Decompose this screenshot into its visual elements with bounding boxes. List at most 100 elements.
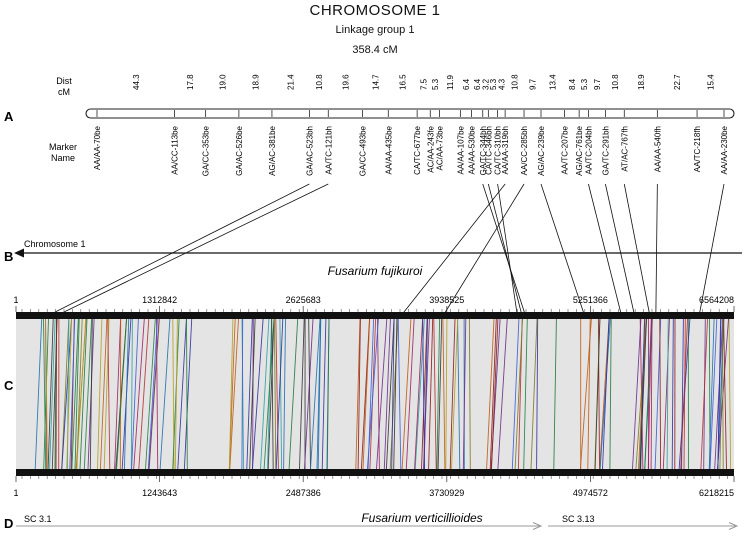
interval-distance: 15.4	[707, 74, 716, 90]
verticillioides-minor-ticks	[21, 476, 728, 479]
interval-distance: 13.4	[549, 74, 558, 90]
marker-name: AA/AA-107be	[456, 125, 465, 174]
marker-name: AA/TC-121bh	[324, 126, 333, 174]
marker-link	[497, 183, 518, 314]
marker-link	[444, 183, 525, 314]
marker-name: GA/CC-353be	[202, 125, 211, 176]
panel-label-c: C	[4, 378, 14, 393]
marker-name: AG/AC-239be	[537, 125, 546, 175]
panel-label-b: B	[4, 249, 13, 264]
marker-name: AA/AA-319bh	[501, 126, 510, 174]
marker-name: AA/CC-113be	[171, 125, 180, 174]
marker-name: AA/AA-435be	[384, 125, 393, 174]
chromosome-title: CHROMOSOME 1	[309, 2, 441, 19]
interval-distance: 9.7	[593, 78, 602, 90]
chromosome-arrow	[14, 248, 742, 258]
interval-distance: 6.4	[473, 78, 482, 90]
verticillioides-coordinate-ticks: 1 1243643 2487386 3730929 4974572 6218215	[13, 476, 735, 498]
marker-name: GA/CC-493be	[359, 125, 368, 176]
verticillioides-tick-label: 4974572	[573, 488, 608, 498]
map-length-label: 358.4 cM	[352, 44, 398, 56]
marker-name: AT/AC-767fh	[620, 126, 629, 172]
interval-distance: 18.9	[251, 74, 260, 90]
interval-distance: 3.2	[482, 78, 491, 90]
marker-name: CA/TC-346bh	[484, 126, 493, 175]
marker-link	[655, 183, 658, 314]
panel-label-a: A	[4, 109, 14, 124]
interval-distance: 8.4	[568, 78, 577, 90]
verticillioides-tick-label: 2487386	[286, 488, 321, 498]
linkage-group-label: Linkage group 1	[335, 24, 415, 36]
interval-distance: 18.9	[637, 74, 646, 90]
interval-distance: 22.7	[673, 74, 682, 90]
interval-distance: 5.3	[431, 78, 440, 90]
interval-distance: 16.5	[399, 74, 408, 90]
interval-distance: 9.7	[529, 78, 538, 90]
marker-link	[623, 183, 650, 314]
marker-name: AA/CC-285bh	[520, 126, 529, 175]
marker-link	[588, 183, 622, 314]
marker-link	[402, 183, 506, 314]
marker-name: AA/AA-530be	[468, 125, 477, 174]
marker-name: CA/TC-310bh	[494, 126, 503, 175]
marker-name: GA/TC-344bh	[479, 126, 488, 175]
supercontig-label-2: SC 3.13	[562, 514, 595, 524]
fujikuroi-tick-label: 2625683	[286, 295, 321, 305]
fujikuroi-tick-label: 5251366	[573, 295, 608, 305]
interval-distance: 10.8	[611, 74, 620, 90]
marker-link	[487, 183, 522, 314]
interval-distance: 7.5	[420, 78, 429, 90]
marker-name: AA/TC-218fh	[693, 126, 702, 172]
supercontig-arrows	[16, 522, 739, 530]
linkage-marker-ticks: AA/AA-70be44.3AA/CC-113be17.8GA/CC-353be…	[93, 74, 729, 176]
interval-distance: 19.6	[341, 74, 350, 90]
interval-distance: 44.3	[132, 74, 141, 90]
interval-distance: 11.9	[446, 74, 455, 90]
marker-name: AC/AA-243fe	[426, 125, 435, 172]
marker-name: AC/AA-73be	[436, 125, 445, 170]
fujikuroi-tick-label: 6564208	[699, 295, 734, 305]
marker-link	[604, 183, 635, 314]
supercontig-label-1: SC 3.1	[24, 514, 52, 524]
marker-name: GA/AC-523bh	[305, 126, 314, 176]
marker-name: AA/TC-207be	[560, 125, 569, 174]
marker-name: CA/TC-677be	[413, 125, 422, 174]
interval-distance: 5.3	[580, 78, 589, 90]
marker-link-lines	[53, 183, 725, 314]
marker-link	[61, 183, 329, 314]
verticillioides-tick-label: 1	[13, 488, 18, 498]
marker-link	[540, 183, 585, 314]
verticillioides-chromosome-bar	[16, 469, 734, 476]
interval-distance: 10.8	[315, 74, 324, 90]
fujikuroi-tick-label: 3938525	[429, 295, 464, 305]
interval-distance: 21.4	[287, 74, 296, 90]
fujikuroi-tick-label: 1	[13, 295, 18, 305]
marker-name: GA/AC-526be	[235, 125, 244, 175]
fujikuroi-chromosome-bar	[16, 312, 734, 319]
verticillioides-tick-label: 1243643	[142, 488, 177, 498]
verticillioides-species-label: Fusarium verticillioides	[361, 511, 482, 525]
marker-link	[699, 183, 725, 314]
interval-distance: 14.7	[371, 74, 380, 90]
fujikuroi-tick-label: 1312842	[142, 295, 177, 305]
verticillioides-tick-label: 6218215	[699, 488, 734, 498]
marker-name: AA/AA-70be	[93, 125, 102, 170]
marker-link	[53, 183, 310, 314]
panel-label-d: D	[4, 516, 13, 531]
marker-name: GA/TC-291bh	[601, 126, 610, 175]
marker-link	[482, 183, 526, 314]
marker-name: AA/AA-540fh	[653, 126, 662, 172]
interval-distance: 19.0	[218, 74, 227, 90]
interval-distance: 10.8	[511, 74, 520, 90]
marker-name: AG/AC-381be	[268, 125, 277, 175]
verticillioides-tick-label: 3730929	[429, 488, 464, 498]
chromosome-arrow-label: Chromosome 1	[24, 239, 86, 249]
fujikuroi-species-label: Fusarium fujikuroi	[328, 264, 423, 278]
marker-name: AA/TC-204bh	[584, 126, 593, 174]
fujikuroi-coordinate-ticks: 1 1312842 2625683 3938525 5251366 6564208	[13, 295, 735, 312]
interval-distance: 6.4	[462, 78, 471, 90]
fujikuroi-minor-ticks	[21, 309, 728, 312]
